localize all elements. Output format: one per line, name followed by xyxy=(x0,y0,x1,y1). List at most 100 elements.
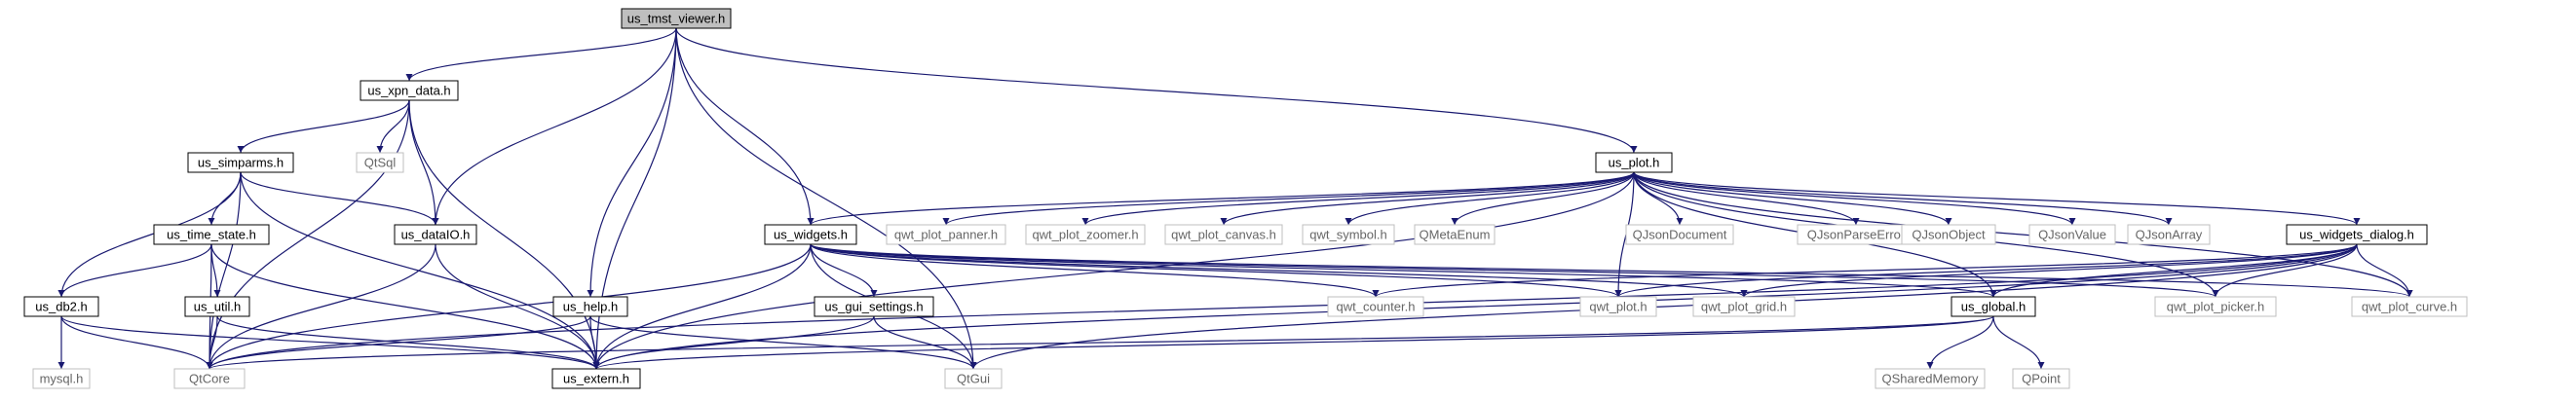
edge-tmst_viewer-to-help xyxy=(587,27,677,298)
node-qmetaenum: QMetaEnum xyxy=(1414,224,1496,245)
edge-time_state-to-extern xyxy=(210,243,600,370)
node-datalo[interactable]: us_dataIO.h xyxy=(394,224,477,245)
node-label: qwt_counter.h xyxy=(1337,300,1416,314)
node-label: QtGui xyxy=(957,372,990,386)
node-box xyxy=(886,224,1006,245)
node-extern[interactable]: us_extern.h xyxy=(551,368,641,389)
edge-time_state-to-db2 xyxy=(57,243,212,298)
node-label: us_plot.h xyxy=(1609,156,1660,170)
edge-xpn_data-to-simparms xyxy=(237,99,410,154)
node-util[interactable]: us_util.h xyxy=(184,296,250,317)
edge-widgets-to-qtcore xyxy=(206,243,812,370)
node-label: QSharedMemory xyxy=(1882,372,1979,386)
edge-plot-to-qjsonobject xyxy=(1633,171,1952,226)
node-qjsondocument: QJsonDocument xyxy=(1625,224,1734,245)
node-global[interactable]: us_global.h xyxy=(1951,296,2036,317)
edge-widgets_dialog-to-extern xyxy=(592,243,2358,370)
node-box xyxy=(2351,296,2468,317)
node-widgets_dialog[interactable]: us_widgets_dialog.h xyxy=(2286,224,2428,245)
edge-global-to-qsharedmemory xyxy=(1926,315,1994,370)
edge-widgets-to-qwt_plot_curve xyxy=(810,243,2413,298)
node-qwt_plot_panner: qwt_plot_panner.h xyxy=(886,224,1006,245)
node-box xyxy=(764,224,857,245)
node-label: qwt_plot_canvas.h xyxy=(1171,228,1276,242)
node-box xyxy=(551,368,641,389)
node-box xyxy=(621,8,732,29)
edge-widgets-to-qwt_plot_grid xyxy=(810,243,1748,298)
node-box xyxy=(153,224,270,245)
node-db2[interactable]: us_db2.h xyxy=(23,296,99,317)
node-simparms[interactable]: us_simparms.h xyxy=(187,152,294,173)
node-box xyxy=(552,296,628,317)
node-box xyxy=(1579,296,1657,317)
node-label: us_gui_settings.h xyxy=(824,300,923,314)
edge-plot-to-qwt_plot_curve xyxy=(1633,171,2413,298)
node-box xyxy=(1692,296,1796,317)
node-label: mysql.h xyxy=(40,372,84,386)
node-box xyxy=(814,296,934,317)
node-label: qwt_plot.h xyxy=(1589,300,1647,314)
edge-plot-to-extern xyxy=(592,171,1635,370)
node-tmst_viewer[interactable]: us_tmst_viewer.h xyxy=(621,8,732,29)
node-qpoint: QPoint xyxy=(2012,368,2070,389)
node-box xyxy=(1901,224,1996,245)
node-plot[interactable]: us_plot.h xyxy=(1595,152,1673,173)
edge-widgets-to-global xyxy=(810,243,1997,298)
edge-widgets-to-qwt_plot_picker xyxy=(810,243,2219,298)
edge-plot-to-widgets xyxy=(807,171,1635,226)
node-mysql: mysql.h xyxy=(32,368,91,389)
edge-plot-to-qjsonarray xyxy=(1633,171,2173,226)
edge-gui_settings-to-qtgui xyxy=(873,315,977,370)
node-box xyxy=(1302,224,1395,245)
edge-plot-to-qwt_plot_panner xyxy=(942,171,1635,226)
edge-widgets-to-qwt_plot xyxy=(810,243,1622,298)
node-qwt_symbol: qwt_symbol.h xyxy=(1302,224,1395,245)
edge-plot-to-qjsonvalue xyxy=(1633,171,2076,226)
edge-db2-to-qtcore xyxy=(60,315,213,370)
node-gui_settings[interactable]: us_gui_settings.h xyxy=(814,296,934,317)
node-box xyxy=(2028,224,2116,245)
node-box xyxy=(2286,224,2428,245)
edge-tmst_viewer-to-qtgui xyxy=(675,27,977,370)
node-box xyxy=(2127,224,2211,245)
edge-plot-to-widgets_dialog xyxy=(1633,171,2361,226)
edge-plot-to-qjsonparseerror xyxy=(1633,171,1860,226)
node-label: qwt_plot_grid.h xyxy=(1701,300,1787,314)
edge-tmst_viewer-to-widgets xyxy=(675,27,814,226)
node-label: QMetaEnum xyxy=(1420,228,1491,242)
node-box xyxy=(944,368,1003,389)
node-box xyxy=(1951,296,2036,317)
node-qwt_plot_picker: qwt_plot_picker.h xyxy=(2154,296,2277,317)
edge-plot-to-qmetaenum xyxy=(1451,171,1635,226)
node-box xyxy=(1025,224,1146,245)
edge-global-to-qpoint xyxy=(1992,315,2045,370)
node-help[interactable]: us_help.h xyxy=(552,296,628,317)
node-qwt_counter: qwt_counter.h xyxy=(1327,296,1424,317)
node-widgets[interactable]: us_widgets.h xyxy=(764,224,857,245)
node-qjsonobject: QJsonObject xyxy=(1901,224,1996,245)
edge-tmst_viewer-to-datalo xyxy=(432,27,677,226)
node-label: us_tmst_viewer.h xyxy=(627,12,725,26)
node-box xyxy=(1625,224,1734,245)
node-label: us_db2.h xyxy=(35,300,88,314)
edges-layer xyxy=(57,27,2413,370)
edge-simparms-to-datalo xyxy=(240,171,439,226)
edge-plot-to-qwt_symbol xyxy=(1345,171,1635,226)
edge-xpn_data-to-qtcore xyxy=(206,99,410,370)
node-label: us_widgets.h xyxy=(774,228,848,242)
node-label: us_widgets_dialog.h xyxy=(2299,228,2414,242)
edge-help-to-qtgui xyxy=(589,315,977,370)
node-qwt_plot_grid: qwt_plot_grid.h xyxy=(1692,296,1796,317)
node-label: us_util.h xyxy=(194,300,241,314)
node-xpn_data[interactable]: us_xpn_data.h xyxy=(360,80,459,101)
node-time_state[interactable]: us_time_state.h xyxy=(153,224,270,245)
edge-tmst_viewer-to-extern xyxy=(592,27,677,370)
edge-widgets-to-gui_settings xyxy=(810,243,878,298)
node-qtsql: QtSql xyxy=(356,152,404,173)
edge-xpn_data-to-qtsql xyxy=(376,99,410,154)
node-box xyxy=(1414,224,1496,245)
edge-widgets_dialog-to-qwt_plot_picker xyxy=(2212,243,2358,298)
node-box xyxy=(184,296,250,317)
node-box xyxy=(1875,368,1986,389)
